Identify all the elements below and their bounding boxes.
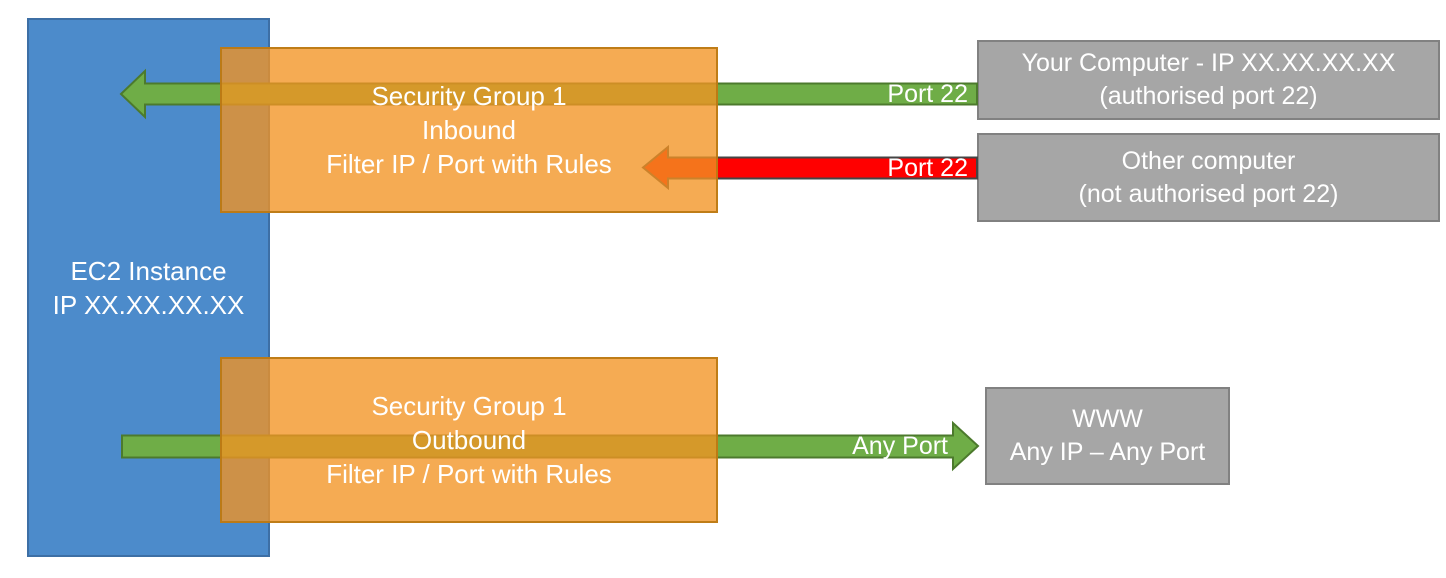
your-computer-title: Your Computer - IP XX.XX.XX.XX — [1021, 49, 1396, 77]
inbound-blocked-port-label: Port 22 — [887, 154, 968, 182]
your-computer-subtitle: (authorised port 22) — [1099, 82, 1318, 110]
security-group-outbound-box: Security Group 1 Outbound Filter IP / Po… — [220, 357, 718, 523]
www-title: WWW — [1072, 405, 1143, 433]
inbound-allowed-port-label: Port 22 — [887, 80, 968, 108]
other-computer-subtitle: (not authorised port 22) — [1078, 179, 1339, 208]
inbound-group-direction: Inbound — [422, 115, 516, 145]
outbound-group-direction: Outbound — [411, 425, 527, 455]
www-box: WWW Any IP – Any Port — [985, 387, 1230, 485]
other-computer-box: Other computer (not authorised port 22) — [977, 133, 1440, 222]
outbound-group-rule: Filter IP / Port with Rules — [326, 459, 612, 489]
other-computer-title: Other computer — [1121, 146, 1296, 175]
inbound-group-title: Security Group 1 — [371, 81, 567, 111]
security-group-inbound-box: Security Group 1 Inbound Filter IP / Por… — [220, 47, 718, 213]
ec2-instance-name: EC2 Instance — [70, 255, 227, 286]
ec2-instance-ip: IP XX.XX.XX.XX — [52, 289, 245, 320]
inbound-group-rule: Filter IP / Port with Rules — [326, 149, 612, 179]
outbound-port-label: Any Port — [852, 432, 948, 460]
outbound-group-title: Security Group 1 — [371, 391, 567, 421]
www-subtitle: Any IP – Any Port — [1009, 438, 1206, 466]
your-computer-box: Your Computer - IP XX.XX.XX.XX (authoris… — [977, 40, 1440, 120]
